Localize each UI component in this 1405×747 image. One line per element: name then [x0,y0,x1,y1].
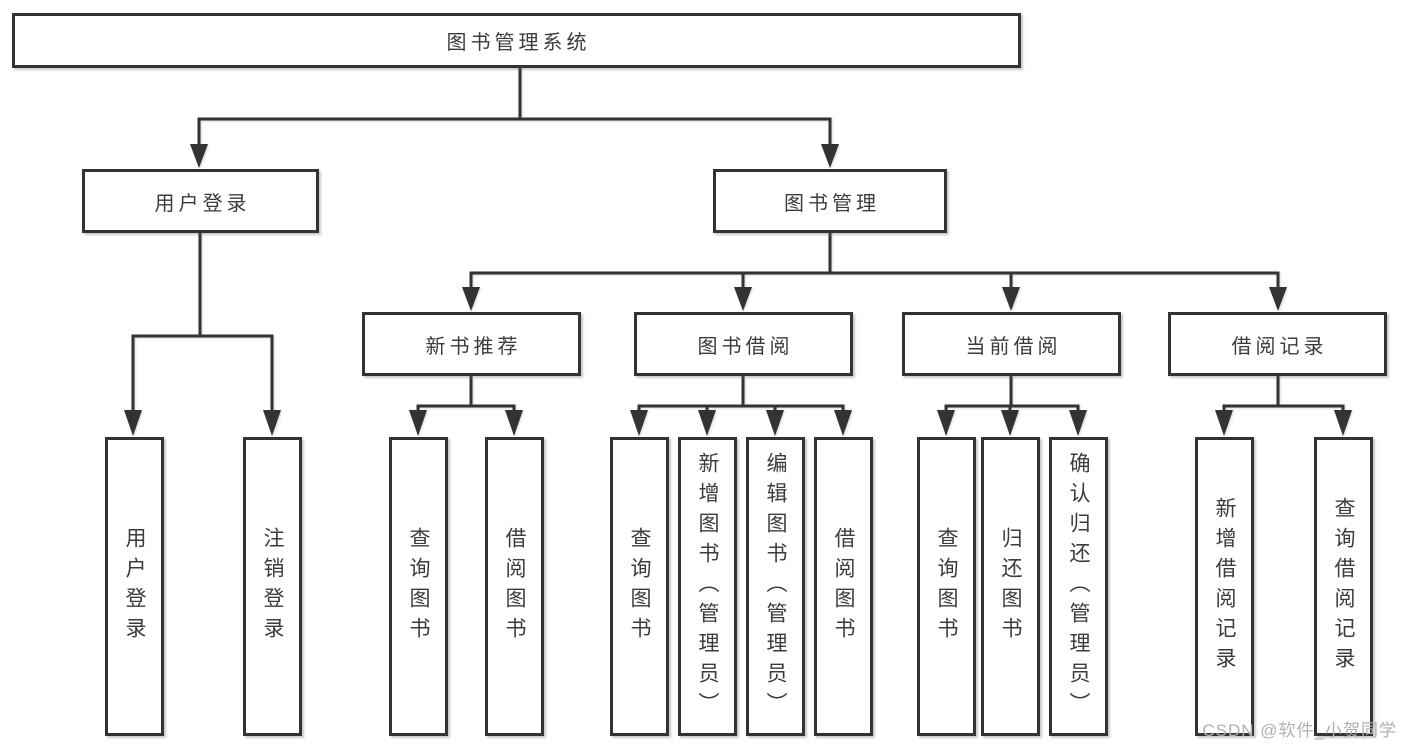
leaf-user-login: 用户登录 [105,437,164,736]
node-new-book-recommend: 新书推荐 [362,312,581,376]
leaf-add-borrow-record: 新增借阅记录 [1195,437,1254,736]
leaf-recommend-borrow-books: 借阅图书 [485,437,544,736]
arrowheads [124,144,1352,436]
leaf-query-borrow-record: 查询借阅记录 [1314,437,1373,736]
leaf-add-books-admin: 新增图书（管理员） [678,437,737,736]
node-borrow-records: 借阅记录 [1168,312,1387,376]
leaf-logout: 注销登录 [243,437,302,736]
leaf-confirm-return-admin: 确认归还（管理员） [1049,437,1108,736]
csdn-watermark: CSDN @软件_小贺同学 [1202,721,1397,740]
leaf-borrow-query-books: 查询图书 [610,437,669,736]
leaf-borrow-books: 借阅图书 [814,437,873,736]
node-root-system: 图书管理系统 [12,13,1021,68]
leaf-current-query-books: 查询图书 [917,437,976,736]
node-book-management: 图书管理 [713,169,947,233]
leaf-recommend-query-books: 查询图书 [389,437,448,736]
leaf-return-books: 归还图书 [981,437,1040,736]
node-user-login: 用户登录 [82,169,319,233]
node-current-borrow: 当前借阅 [902,312,1121,376]
node-book-borrow: 图书借阅 [634,312,853,376]
leaf-edit-books-admin: 编辑图书（管理员） [746,437,805,736]
